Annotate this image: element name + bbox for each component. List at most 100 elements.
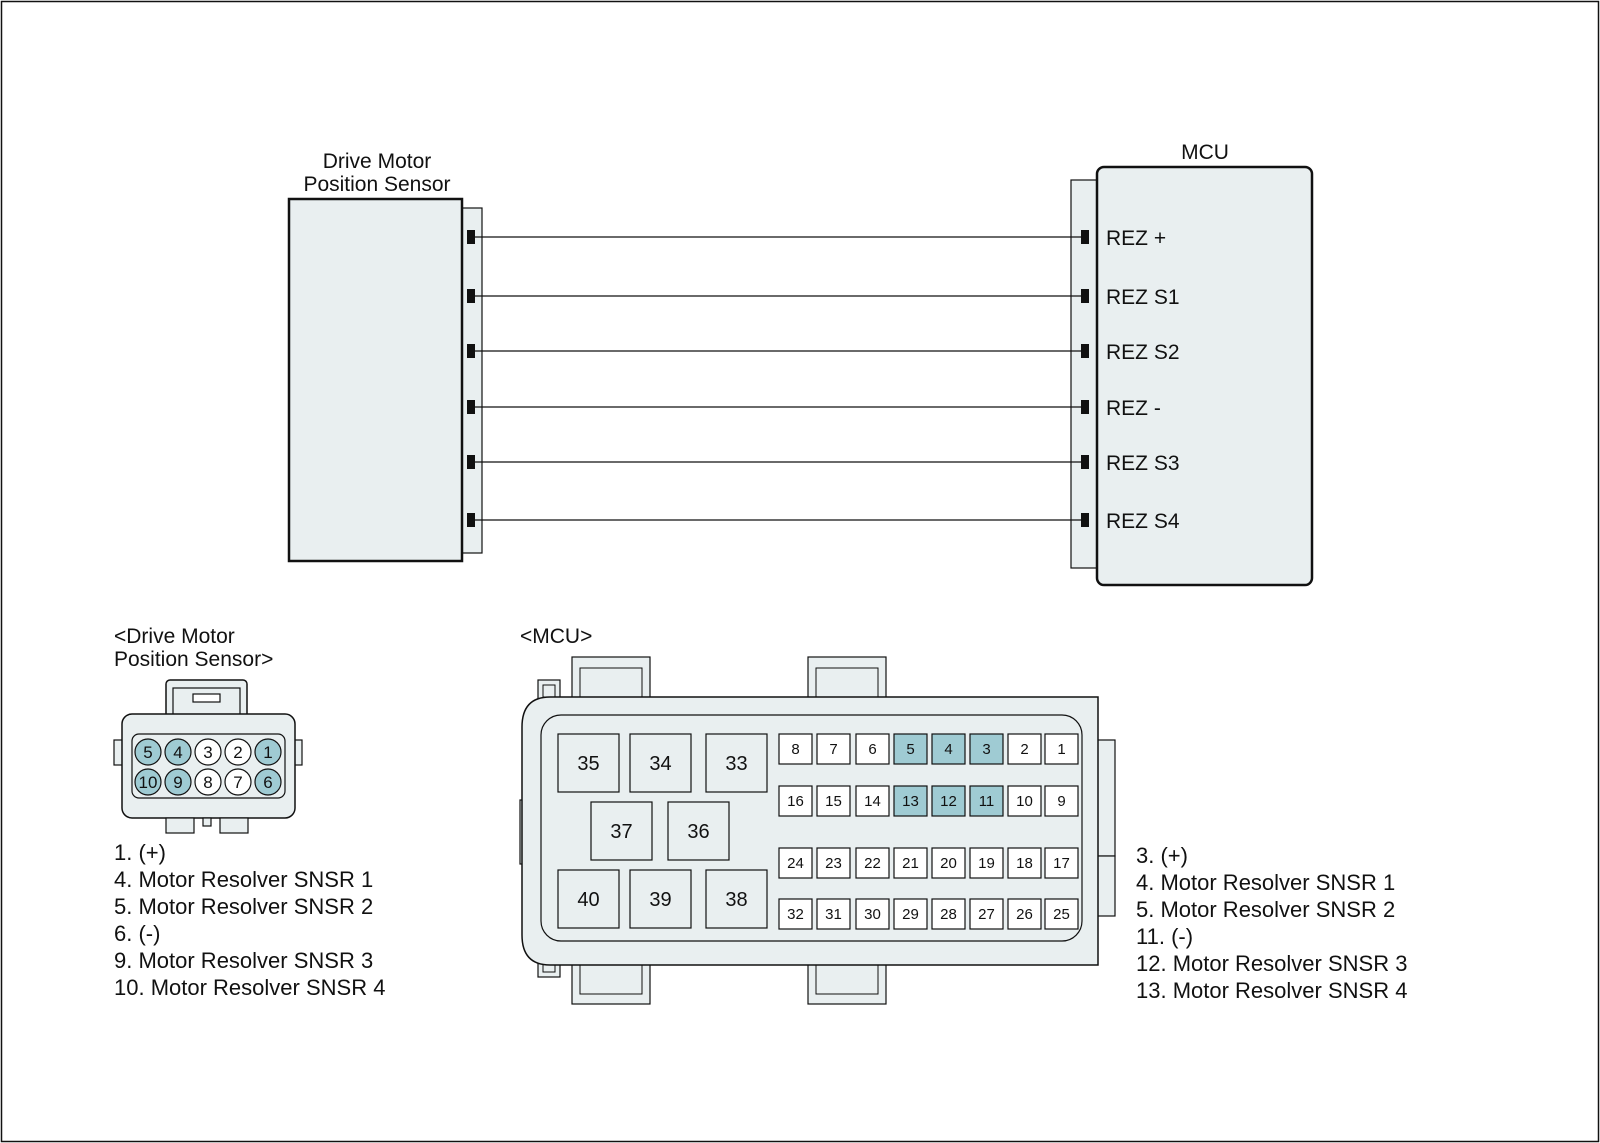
mcu-pin-label: 13 bbox=[902, 793, 919, 810]
mcu-rib-right-top bbox=[1096, 739, 1116, 857]
sensor-pin-label: 3 bbox=[203, 743, 212, 762]
mcu-pin-label: 4 bbox=[944, 741, 952, 758]
sensor-pin-label: 6 bbox=[263, 773, 272, 792]
sensor-pin bbox=[224, 738, 252, 766]
sensor-pin-label: 4 bbox=[173, 743, 182, 762]
mcu-pin-label: 39 bbox=[649, 889, 671, 911]
signal-label: REZ S3 bbox=[1106, 452, 1180, 475]
sensor-pin bbox=[254, 738, 282, 766]
mcu-connector-legend: 3. (+) 4. Motor Resolver SNSR 1 5. Motor… bbox=[1136, 843, 1407, 1003]
mcu-pin-large bbox=[557, 869, 620, 929]
mcu-legend-item: 13. Motor Resolver SNSR 4 bbox=[1136, 978, 1407, 1003]
mcu-pin-small bbox=[1044, 785, 1079, 817]
mcu-pin-label: 31 bbox=[825, 906, 842, 923]
schematic: Drive Motor Position Sensor MCU REZ + REZ… bbox=[287, 141, 1314, 587]
mcu-pin-small bbox=[931, 847, 966, 879]
mcu-title: MCU bbox=[1181, 141, 1229, 164]
mcu-pin-large bbox=[557, 733, 620, 793]
mcu-tab-top-right-inner bbox=[815, 667, 879, 700]
sensor-pin-label: 8 bbox=[203, 773, 212, 792]
sensor-title-line2: Position Sensor bbox=[303, 173, 450, 196]
mcu-pin-label: 33 bbox=[725, 753, 747, 775]
mcu-pin-small bbox=[816, 733, 851, 765]
mcu-pin-small bbox=[855, 898, 890, 930]
mcu-pin-label: 19 bbox=[978, 855, 995, 872]
mcu-pin-label: 26 bbox=[1016, 906, 1033, 923]
mcu-terminal bbox=[1081, 400, 1089, 414]
sensor-connector-caption-line1: <Drive Motor bbox=[114, 625, 235, 648]
mcu-tab-top-left-inner bbox=[579, 667, 643, 700]
mcu-pin-label: 34 bbox=[649, 753, 671, 775]
mcu-pin-label: 5 bbox=[906, 741, 914, 758]
mcu-pin-large bbox=[705, 869, 768, 929]
mcu-pin-label: 12 bbox=[940, 793, 957, 810]
mcu-legend-item: 3. (+) bbox=[1136, 843, 1188, 868]
signal-label: REZ S4 bbox=[1106, 510, 1180, 533]
mcu-pin-label: 9 bbox=[1057, 793, 1065, 810]
sensor-connector-foot-right bbox=[219, 817, 249, 834]
mcu-legend-item: 5. Motor Resolver SNSR 2 bbox=[1136, 897, 1395, 922]
mcu-pin-label: 15 bbox=[825, 793, 842, 810]
mcu-pin-small bbox=[1007, 898, 1042, 930]
mcu-pin-small bbox=[1007, 847, 1042, 879]
mcu-pin-label: 1 bbox=[1057, 741, 1065, 758]
sensor-pin bbox=[194, 738, 222, 766]
mcu-pin-label: 20 bbox=[940, 855, 957, 872]
mcu-pin-small bbox=[1007, 785, 1042, 817]
mcu-terminal bbox=[1081, 455, 1089, 469]
mcu-pin-label: 30 bbox=[864, 906, 881, 923]
mcu-pin-label: 22 bbox=[864, 855, 881, 872]
mcu-pin-label: 10 bbox=[1016, 793, 1033, 810]
mcu-terminal bbox=[1081, 289, 1089, 303]
mcu-pin-label: 23 bbox=[825, 855, 842, 872]
mcu-pin-small bbox=[931, 733, 966, 765]
mcu-pin-small bbox=[969, 733, 1004, 765]
mcu-pin-small bbox=[931, 785, 966, 817]
mcu-pin-large bbox=[590, 801, 653, 861]
mcu-pin-small bbox=[778, 785, 813, 817]
mcu-terminal bbox=[1081, 230, 1089, 244]
mcu-pin-small bbox=[893, 847, 928, 879]
mcu-pin-label: 37 bbox=[610, 821, 632, 843]
mcu-pin-small bbox=[893, 785, 928, 817]
mcu-pin-label: 25 bbox=[1053, 906, 1070, 923]
signal-label: REZ S1 bbox=[1106, 286, 1180, 309]
sensor-pin-label: 2 bbox=[233, 743, 242, 762]
sensor-connector-latch-inner bbox=[172, 687, 241, 719]
mcu-pin-label: 35 bbox=[577, 753, 599, 775]
sensor-pin-label: 5 bbox=[143, 743, 152, 762]
mcu-pin-label: 11 bbox=[979, 793, 995, 810]
signal-label: REZ + bbox=[1106, 227, 1166, 250]
sensor-legend-item: 10. Motor Resolver SNSR 4 bbox=[114, 975, 385, 1000]
sensor-pin bbox=[164, 738, 192, 766]
mcu-pin-small bbox=[816, 785, 851, 817]
sensor-connector-key bbox=[202, 817, 212, 827]
mcu-legend-item: 11. (-) bbox=[1136, 924, 1193, 949]
sensor-pin bbox=[134, 768, 162, 796]
mcu-terminal bbox=[1081, 344, 1089, 358]
sensor-terminal bbox=[467, 513, 475, 527]
mcu-pin-small bbox=[855, 847, 890, 879]
mcu-pin-label: 24 bbox=[787, 855, 804, 872]
mcu-pin-label: 3 bbox=[982, 741, 990, 758]
mcu-pin-label: 8 bbox=[791, 741, 799, 758]
sensor-terminal bbox=[467, 455, 475, 469]
mcu-rib-right-bottom bbox=[1096, 855, 1116, 917]
sensor-pin bbox=[254, 768, 282, 796]
sensor-title-line1: Drive Motor bbox=[323, 150, 432, 173]
mcu-pin-label: 38 bbox=[725, 889, 747, 911]
mcu-pin-small bbox=[855, 733, 890, 765]
mcu-pin-label: 2 bbox=[1020, 741, 1028, 758]
mcu-pin-label: 17 bbox=[1053, 855, 1070, 872]
mcu-pin-label: 6 bbox=[868, 741, 876, 758]
mcu-tab-bottom-left-inner bbox=[579, 962, 643, 995]
mcu-connector-caption: <MCU> bbox=[520, 625, 592, 648]
sensor-body bbox=[287, 197, 464, 563]
sensor-connector-legend: 1. (+) 4. Motor Resolver SNSR 1 5. Motor… bbox=[114, 840, 385, 1000]
mcu-pin-small bbox=[1044, 898, 1079, 930]
mcu-pin-label: 27 bbox=[978, 906, 995, 923]
sensor-terminal bbox=[467, 289, 475, 303]
